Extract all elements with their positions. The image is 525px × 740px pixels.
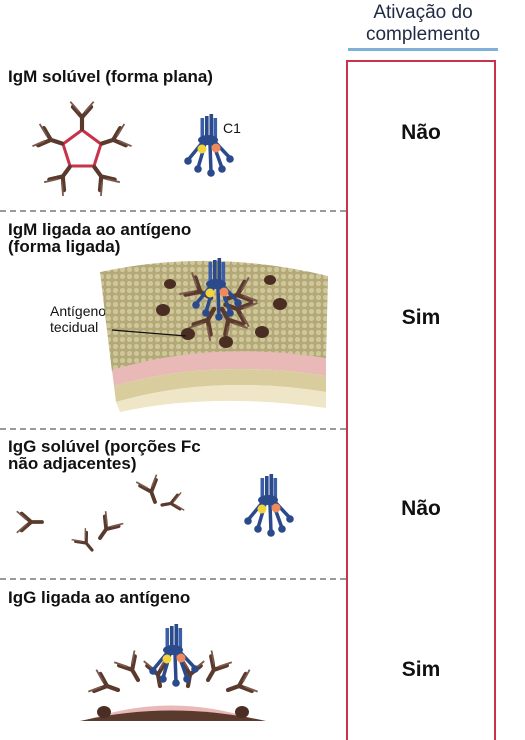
- igm-pentamer-planar: [32, 102, 131, 196]
- section-2-result: Sim: [401, 306, 441, 329]
- section-1-title: IgM solúvel (forma plana): [8, 68, 213, 85]
- section-4-title-line1: IgG ligada ao antígeno: [8, 588, 191, 607]
- divider-2: [0, 428, 346, 430]
- membrane-surface-igg: [80, 705, 266, 721]
- c1-complex-free: [182, 112, 236, 179]
- section-4-title: IgG ligada ao antígeno: [8, 589, 190, 606]
- section-1-result: Não: [401, 121, 441, 144]
- divider-3: [0, 578, 346, 580]
- section-2-title: IgM ligada ao antígeno (forma ligada): [8, 221, 191, 255]
- antigen-label-line1: Antígeno: [50, 303, 107, 319]
- antigen-label-line2: tecidual: [50, 319, 99, 335]
- igm-bound: [156, 272, 287, 348]
- igg-bound-group: [88, 651, 257, 718]
- section-2-title-line2: (forma ligada): [8, 237, 121, 256]
- igg-soluble-group: [14, 472, 186, 558]
- c1-complex-free-2: [242, 472, 296, 539]
- section-4-result: Sim: [401, 658, 441, 681]
- illustrations: [14, 0, 328, 721]
- antigen-leader-line: [111, 329, 187, 337]
- result-column: [346, 60, 496, 740]
- section-2-title-line1: IgM ligada ao antígeno: [8, 220, 192, 239]
- antigen-label: Antígeno tecidual: [50, 303, 106, 335]
- section-1-title-line1: IgM solúvel (forma plana): [8, 67, 213, 86]
- c1-label: C1: [223, 120, 241, 136]
- section-3-result: Não: [401, 497, 441, 520]
- section-3-title-line1: IgG solúvel (porções Fc: [8, 437, 201, 456]
- column-header-line2: complemento: [365, 24, 481, 45]
- divider-1: [0, 210, 346, 212]
- column-header-line1: Ativação do: [373, 2, 473, 23]
- section-3-title-line2: não adjacentes): [8, 454, 137, 473]
- column-header: Ativação do complemento: [340, 2, 506, 51]
- membrane-surface: [100, 260, 328, 412]
- section-3-title: IgG solúvel (porções Fc não adjacentes): [8, 438, 201, 472]
- header-underline: [348, 48, 498, 51]
